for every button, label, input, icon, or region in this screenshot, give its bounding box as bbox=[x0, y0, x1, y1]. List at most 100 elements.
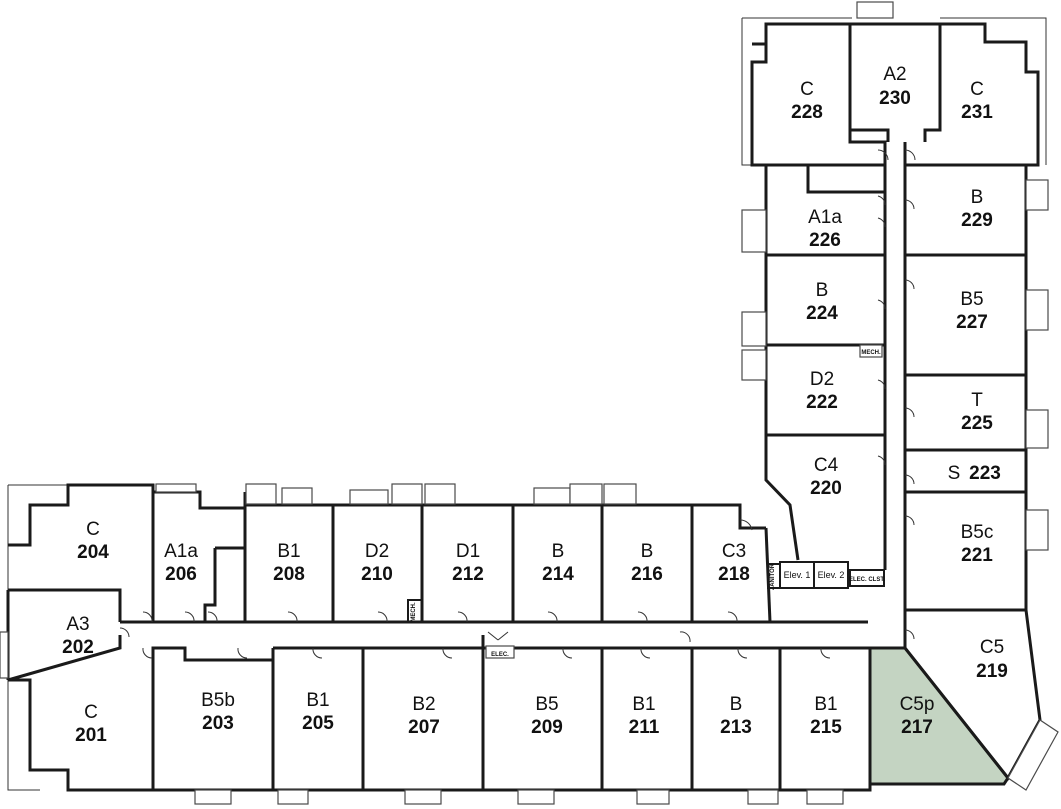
unit-number: 220 bbox=[810, 478, 842, 499]
unit-number: 223 bbox=[969, 463, 1001, 484]
unit-215[interactable]: B1 215 bbox=[810, 694, 842, 738]
unit-208[interactable]: B1 208 bbox=[273, 541, 305, 585]
window-bumps-north bbox=[741, 179, 1049, 551]
unit-type: S bbox=[948, 463, 961, 484]
utility-rooms: Elev. 1 Elev. 2 ELEC. CLST. ELEC. MECH. … bbox=[407, 350, 885, 659]
unit-type: D1 bbox=[456, 541, 480, 562]
unit-type: C3 bbox=[722, 541, 746, 562]
unit-number: 221 bbox=[961, 545, 993, 566]
mech-closet-east bbox=[859, 344, 883, 358]
unit-type: D2 bbox=[365, 541, 389, 562]
unit-227[interactable]: B5 227 bbox=[956, 289, 988, 333]
unit-type: B1 bbox=[306, 690, 329, 711]
unit-number: 213 bbox=[720, 717, 752, 738]
unit-204[interactable]: C 204 bbox=[77, 519, 109, 563]
unit-221[interactable]: B5c 221 bbox=[961, 522, 994, 566]
unit-220[interactable]: C4 220 bbox=[810, 455, 842, 499]
unit-214[interactable]: B 214 bbox=[542, 541, 574, 585]
unit-number: 212 bbox=[452, 564, 484, 585]
unit-206[interactable]: A1a 206 bbox=[164, 541, 198, 585]
unit-201[interactable]: C 201 bbox=[75, 702, 107, 746]
unit-type: B1 bbox=[632, 694, 655, 715]
unit-218[interactable]: C3 218 bbox=[718, 541, 750, 585]
unit-type: A1a bbox=[808, 207, 842, 228]
unit-202[interactable]: A3 202 bbox=[62, 614, 94, 658]
unit-type: B5 bbox=[535, 694, 558, 715]
unit-number: 214 bbox=[542, 564, 574, 585]
unit-type: C5 bbox=[980, 637, 1004, 658]
unit-231[interactable]: C 231 bbox=[961, 79, 993, 123]
unit-type: B bbox=[552, 541, 565, 562]
unit-number: 217 bbox=[901, 717, 933, 738]
unit-205[interactable]: B1 205 bbox=[302, 690, 334, 734]
unit-type: A1a bbox=[164, 541, 198, 562]
unit-228[interactable]: C 228 bbox=[791, 79, 823, 123]
unit-203[interactable]: B5b 203 bbox=[201, 690, 235, 734]
unit-type: C bbox=[86, 519, 100, 540]
unit-type: B bbox=[641, 541, 654, 562]
unit-labels: C 228 A2 230 C 231 A1a 226 B 229 B 224 B… bbox=[62, 64, 1008, 746]
unit-type: B1 bbox=[814, 694, 837, 715]
unit-207[interactable]: B2 207 bbox=[408, 694, 440, 738]
unit-number: 210 bbox=[361, 564, 393, 585]
unit-210[interactable]: D2 210 bbox=[361, 541, 393, 585]
north-wing-walls bbox=[750, 22, 1042, 781]
unit-number: 207 bbox=[408, 717, 440, 738]
unit-number: 206 bbox=[165, 564, 197, 585]
unit-type: C bbox=[800, 79, 814, 100]
unit-209[interactable]: B5 209 bbox=[531, 694, 563, 738]
unit-number: 211 bbox=[629, 717, 660, 738]
unit-number: 215 bbox=[810, 717, 842, 738]
mech-west-label: MECH. bbox=[411, 602, 417, 622]
unit-number: 201 bbox=[75, 725, 107, 746]
unit-number: 226 bbox=[809, 230, 841, 251]
unit-230[interactable]: A2 230 bbox=[879, 64, 911, 109]
unit-225[interactable]: T 225 bbox=[961, 390, 993, 434]
unit-number: 203 bbox=[202, 713, 234, 734]
window-bumps-west bbox=[0, 483, 1059, 805]
unit-type: C bbox=[84, 702, 98, 723]
elec-label: ELEC. bbox=[491, 652, 509, 658]
unit-type: C4 bbox=[814, 455, 839, 476]
unit-type: A2 bbox=[883, 64, 906, 85]
west-wing-walls bbox=[6, 483, 872, 792]
unit-211[interactable]: B1 211 bbox=[629, 694, 660, 738]
unit-224[interactable]: B 224 bbox=[806, 280, 838, 324]
balcony-230 bbox=[856, 1, 894, 19]
unit-number: 228 bbox=[791, 102, 823, 123]
unit-type: B5c bbox=[961, 522, 994, 543]
unit-number: 205 bbox=[302, 713, 334, 734]
unit-number: 208 bbox=[273, 564, 305, 585]
unit-type: C bbox=[970, 79, 984, 100]
unit-number: 227 bbox=[956, 312, 988, 333]
elec-closet-label: ELEC. CLST. bbox=[849, 577, 885, 583]
unit-type: B5 bbox=[960, 289, 983, 310]
unit-number: 230 bbox=[879, 88, 911, 109]
mech-east-label: MECH. bbox=[861, 350, 881, 356]
unit-type: B5b bbox=[201, 690, 235, 711]
elevator-2-label: Elev. 2 bbox=[818, 570, 845, 580]
unit-number: 224 bbox=[806, 303, 838, 324]
unit-type: A3 bbox=[66, 614, 89, 635]
unit-number: 218 bbox=[718, 564, 750, 585]
unit-213[interactable]: B 213 bbox=[720, 694, 752, 738]
unit-type: B1 bbox=[277, 541, 300, 562]
unit-number: 222 bbox=[806, 392, 838, 413]
unit-217[interactable]: C5p 217 bbox=[900, 694, 935, 738]
elevator-1-label: Elev. 1 bbox=[784, 570, 811, 580]
door-swings bbox=[119, 149, 916, 659]
unit-219[interactable]: C5 219 bbox=[976, 637, 1008, 682]
unit-type: B2 bbox=[412, 694, 435, 715]
unit-212[interactable]: D1 212 bbox=[452, 541, 484, 585]
unit-226[interactable]: A1a 226 bbox=[808, 207, 842, 251]
unit-216[interactable]: B 216 bbox=[631, 541, 663, 585]
unit-number: 219 bbox=[976, 661, 1008, 682]
janitor-label: JANITOR bbox=[770, 563, 776, 590]
unit-number: 204 bbox=[77, 542, 109, 563]
unit-type: D2 bbox=[810, 369, 834, 390]
unit-223[interactable]: S 223 bbox=[948, 463, 1001, 484]
unit-type: B bbox=[971, 187, 984, 208]
unit-229[interactable]: B 229 bbox=[961, 187, 993, 231]
unit-222[interactable]: D2 222 bbox=[806, 369, 838, 413]
